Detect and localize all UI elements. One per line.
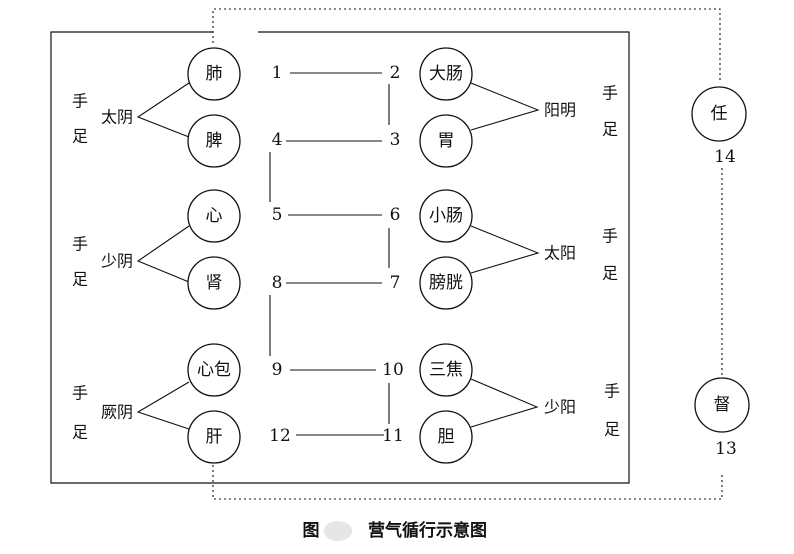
node-label-dan: 胆 bbox=[438, 427, 455, 447]
node-circle-pangguang bbox=[419, 256, 473, 310]
caption-title: 营气循行示意图 bbox=[368, 520, 487, 541]
node-circle-xin bbox=[187, 189, 241, 243]
caption-prefix: 图 bbox=[303, 521, 320, 541]
sequence-number-2: 2 bbox=[390, 63, 401, 83]
number-links bbox=[269, 72, 390, 436]
jueyin-label: 厥阴 bbox=[101, 403, 133, 422]
node-label-wei: 胃 bbox=[438, 131, 455, 151]
node-circle-sanjiao bbox=[419, 343, 473, 397]
node-circle-pi bbox=[187, 114, 241, 168]
node-label-ren: 任 bbox=[711, 104, 728, 124]
shaoyin-connector bbox=[136, 225, 190, 283]
taiyang-hand: 手 bbox=[602, 227, 618, 246]
node-label-xiaochang: 小肠 bbox=[429, 206, 463, 226]
sequence-number-9: 9 bbox=[272, 360, 283, 380]
caption-figure-number-smudge bbox=[324, 521, 352, 541]
node-circle-du bbox=[694, 377, 750, 433]
node-circle-dan bbox=[419, 410, 473, 464]
shaoyang-label: 少阳 bbox=[544, 398, 576, 417]
yangming-hand: 手 bbox=[602, 84, 618, 103]
node-label-gan: 肝 bbox=[206, 427, 223, 447]
node-label-du: 督 bbox=[714, 395, 731, 415]
node-label-pangguang: 膀胱 bbox=[429, 273, 463, 293]
taiyang-foot: 足 bbox=[602, 264, 618, 283]
node-circle-xiaochang bbox=[419, 189, 473, 243]
taiyin-connector bbox=[136, 82, 190, 138]
shaoyang-connector bbox=[470, 378, 539, 428]
node-circle-gan bbox=[187, 410, 241, 464]
shaoyin-foot: 足 bbox=[72, 270, 88, 289]
yangming-foot: 足 bbox=[602, 120, 618, 139]
node-circle-ren bbox=[691, 86, 747, 142]
taiyang-connector bbox=[470, 225, 540, 274]
node-circle-shen bbox=[187, 256, 241, 310]
sequence-number-5: 5 bbox=[272, 205, 283, 225]
shaoyang-foot: 足 bbox=[604, 420, 620, 439]
node-circle-dachang bbox=[419, 47, 473, 101]
taiyang-label: 太阳 bbox=[544, 244, 576, 263]
sequence-number-6: 6 bbox=[390, 205, 401, 225]
sequence-number-12: 12 bbox=[269, 426, 291, 446]
taiyin-foot: 足 bbox=[72, 127, 88, 146]
shaoyin-hand: 手 bbox=[72, 235, 88, 254]
jueyin-connector bbox=[136, 381, 190, 430]
sequence-number-11: 11 bbox=[382, 426, 404, 446]
sequence-number-10: 10 bbox=[382, 360, 404, 380]
yangming-label: 阳明 bbox=[544, 101, 576, 120]
outer-frame-solid bbox=[50, 31, 630, 484]
sequence-number-3: 3 bbox=[390, 130, 401, 150]
jueyin-foot: 足 bbox=[72, 423, 88, 442]
organ-nodes bbox=[187, 47, 750, 464]
node-label-fei: 肺 bbox=[206, 64, 223, 84]
node-label-shen: 肾 bbox=[206, 273, 223, 293]
node-circle-xinbao bbox=[187, 343, 241, 397]
shaoyang-hand: 手 bbox=[604, 382, 620, 401]
yangming-connector bbox=[470, 82, 540, 131]
node-label-xinbao: 心包 bbox=[197, 360, 231, 380]
node-circle-wei bbox=[419, 114, 473, 168]
node-label-xin: 心 bbox=[206, 206, 223, 226]
circulation-path-dotted-top bbox=[212, 8, 721, 83]
taiyin-label: 太阴 bbox=[101, 108, 133, 127]
sequence-number-8: 8 bbox=[272, 273, 283, 293]
sequence-number-14: 14 bbox=[714, 147, 736, 167]
node-circle-fei bbox=[187, 47, 241, 101]
circulation-path-dotted bbox=[212, 465, 723, 500]
sequence-number-13: 13 bbox=[715, 439, 737, 459]
node-label-sanjiao: 三焦 bbox=[429, 360, 463, 380]
shaoyin-label: 少阴 bbox=[101, 252, 133, 271]
node-label-dachang: 大肠 bbox=[429, 64, 463, 84]
channel-connectors bbox=[136, 82, 540, 430]
node-label-pi: 脾 bbox=[206, 131, 223, 151]
sequence-number-7: 7 bbox=[390, 273, 401, 293]
sequence-number-1: 1 bbox=[272, 63, 283, 83]
sequence-number-4: 4 bbox=[272, 130, 283, 150]
taiyin-hand: 手 bbox=[72, 92, 88, 111]
jueyin-hand: 手 bbox=[72, 384, 88, 403]
